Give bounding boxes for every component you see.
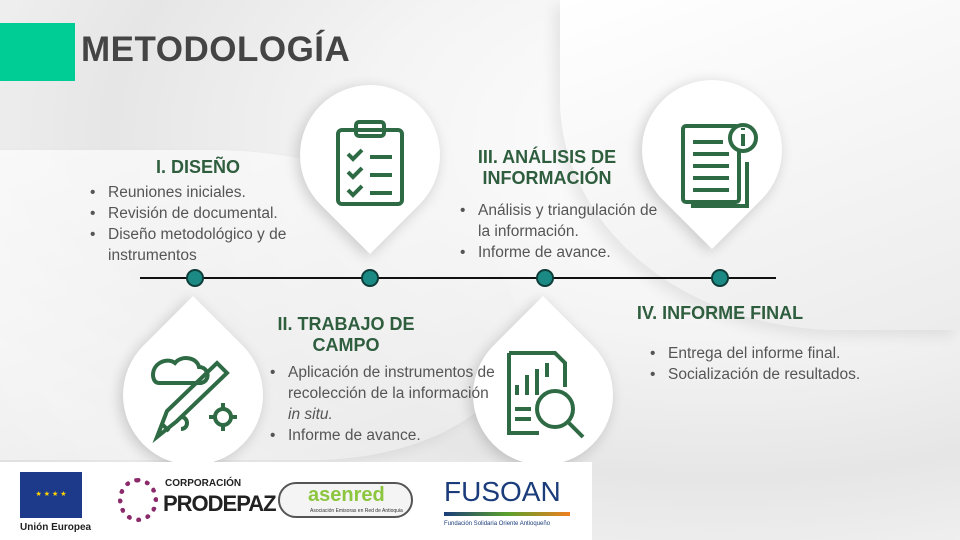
- bullet-text: Aplicación de instrumentos de recolecció…: [288, 364, 495, 402]
- step-4-heading: IV. INFORME FINAL: [636, 303, 804, 323]
- prodepaz-top: CORPORACIÓN: [165, 478, 242, 489]
- bullet-italic: in situ.: [288, 406, 333, 423]
- bullet: Entrega del informe final.: [648, 343, 888, 364]
- timeline-dot-4: [711, 269, 729, 287]
- eu-label: Unión Europea: [20, 522, 92, 533]
- timeline-dot-1: [186, 269, 204, 287]
- heading-line: CAMPO: [312, 335, 380, 355]
- bullet: Reuniones iniciales.: [88, 182, 308, 203]
- clipboard-checklist-icon: [336, 120, 404, 206]
- heading-line: INFORMACIÓN: [482, 168, 612, 188]
- bullet: Diseño metodológico y de instrumentos: [88, 224, 308, 266]
- timeline-dot-3: [536, 269, 554, 287]
- step-1-bullets: Reuniones iniciales. Revisión de documen…: [88, 182, 308, 266]
- heading-line: II. TRABAJO DE: [277, 314, 415, 334]
- bullet: Aplicación de instrumentos de recolecció…: [268, 362, 503, 425]
- partner-logos: ★ ★ ★ ★ Unión Europea CORPORACIÓN PRODEP…: [0, 462, 592, 540]
- prodepaz-name: PRODEPAZ: [163, 491, 277, 516]
- timeline-dot-2: [361, 269, 379, 287]
- asenred-logo: asenred Asociación Emisoras en Red de An…: [278, 482, 413, 518]
- asenred-name: asenred: [308, 484, 385, 506]
- bullet: Revisión de documental.: [88, 203, 308, 224]
- step-2-bullets: Aplicación de instrumentos de recolecció…: [268, 362, 503, 446]
- step-3-bullets: Análisis y triangulación de la informaci…: [458, 200, 663, 263]
- title-accent-bar: [0, 23, 75, 81]
- timeline-line: [140, 277, 776, 279]
- document-info-icon: [681, 123, 758, 208]
- asenred-sub: Asociación Emisoras en Red de Antioquia: [310, 508, 403, 514]
- bullet: Análisis y triangulación de la informaci…: [458, 200, 663, 242]
- step-1-heading: I. DISEÑO: [155, 157, 240, 177]
- fusoan-name: FUSOAN: [444, 476, 561, 507]
- chart-magnifier-icon: [507, 351, 585, 439]
- prodepaz-emblem: [118, 478, 158, 522]
- brain-pencil-gear-icon: [150, 356, 237, 444]
- step-4-bullets: Entrega del informe final. Socialización…: [648, 343, 888, 385]
- heading-line: III. ANÁLISIS DE: [477, 147, 617, 167]
- bullet: Informe de avance.: [268, 425, 503, 446]
- bullet: Socialización de resultados.: [648, 364, 888, 385]
- fusoan-stripe: [444, 512, 570, 516]
- page-title: METODOLOGÍA: [81, 30, 351, 69]
- fusoan-sub: Fundación Solidaria Oriente Antioqueño: [444, 521, 551, 527]
- eu-flag-logo: ★ ★ ★ ★: [20, 472, 82, 518]
- bullet: Informe de avance.: [458, 242, 663, 263]
